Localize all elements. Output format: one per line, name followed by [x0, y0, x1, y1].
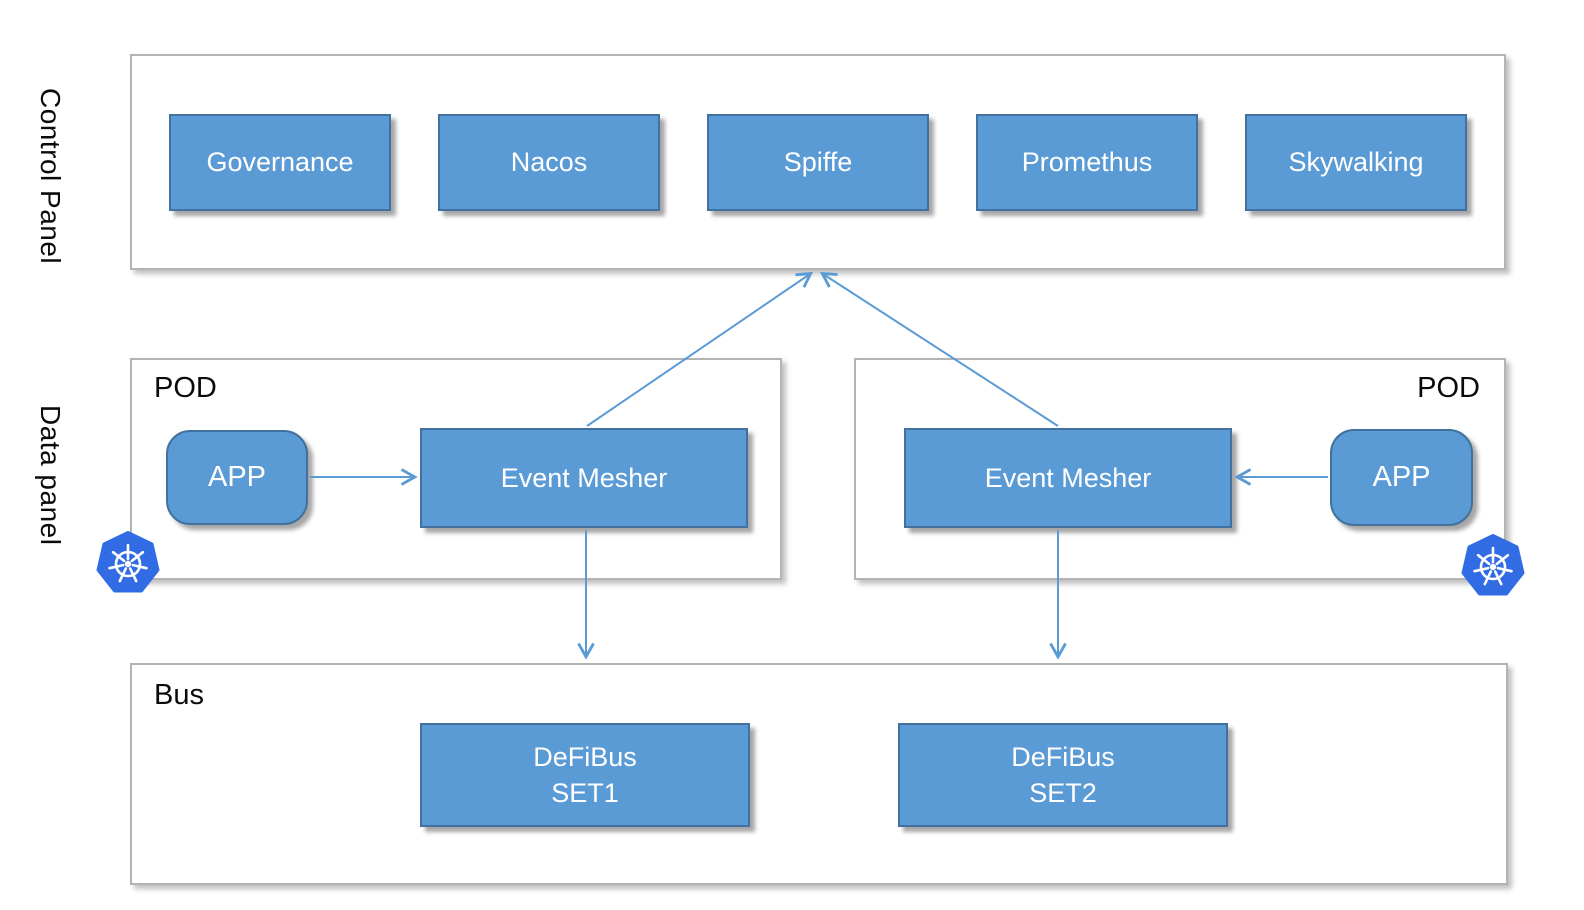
spiffe-box: Spiffe [707, 113, 929, 211]
defibus-set2-line2: SET2 [1029, 778, 1097, 808]
governance-box: Governance [169, 113, 391, 211]
kubernetes-icon [96, 531, 160, 593]
promethus-label: Promethus [1021, 146, 1153, 177]
app-right-label: APP [1372, 460, 1431, 493]
pod-left-label: POD [154, 372, 217, 404]
defibus-set1-line1: DeFiBus [533, 741, 637, 772]
nacos-box: Nacos [438, 113, 660, 211]
skywalking-label: Skywalking [1288, 146, 1424, 177]
control-panel-items-row: Governance Nacos Spiffe Promethus Skywal… [132, 56, 1504, 268]
nacos-label: Nacos [510, 146, 588, 177]
bus-container: Bus [130, 663, 1508, 885]
bus-label: Bus [154, 679, 204, 711]
event-mesher-left-label: Event Mesher [500, 462, 668, 493]
defibus-set1-line2: SET1 [551, 778, 619, 808]
spiffe-label: Spiffe [783, 146, 853, 177]
event-mesher-right-box: Event Mesher [904, 428, 1232, 528]
defibus-set2-box: DeFiBus SET2 [898, 723, 1228, 827]
pod-right-label: POD [1417, 372, 1480, 404]
data-panel-section-label: Data panel [35, 404, 66, 546]
kubernetes-icon [1461, 534, 1525, 596]
app-right-box: APP [1330, 429, 1473, 526]
promethus-box: Promethus [976, 113, 1198, 211]
skywalking-box: Skywalking [1245, 113, 1467, 211]
app-left-box: APP [166, 430, 308, 525]
event-mesher-left-box: Event Mesher [420, 428, 748, 528]
defibus-set2-line1: DeFiBus [1011, 741, 1115, 772]
governance-label: Governance [206, 146, 354, 177]
event-mesher-right-label: Event Mesher [984, 462, 1152, 493]
control-panel-container: Governance Nacos Spiffe Promethus Skywal… [130, 54, 1506, 270]
control-panel-section-label: Control Panel [35, 87, 66, 265]
app-left-label: APP [207, 460, 267, 493]
defibus-set1-box: DeFiBus SET1 [420, 723, 750, 827]
